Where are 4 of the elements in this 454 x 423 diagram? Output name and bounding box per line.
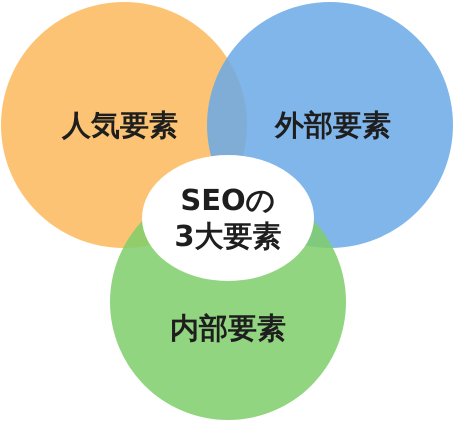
circle-label: SEOの3大要素 (173, 182, 283, 254)
circle-label: 人気要素 (60, 106, 179, 144)
circle-label: 外部要素 (274, 106, 392, 144)
circle-label: 内部要素 (169, 310, 287, 346)
